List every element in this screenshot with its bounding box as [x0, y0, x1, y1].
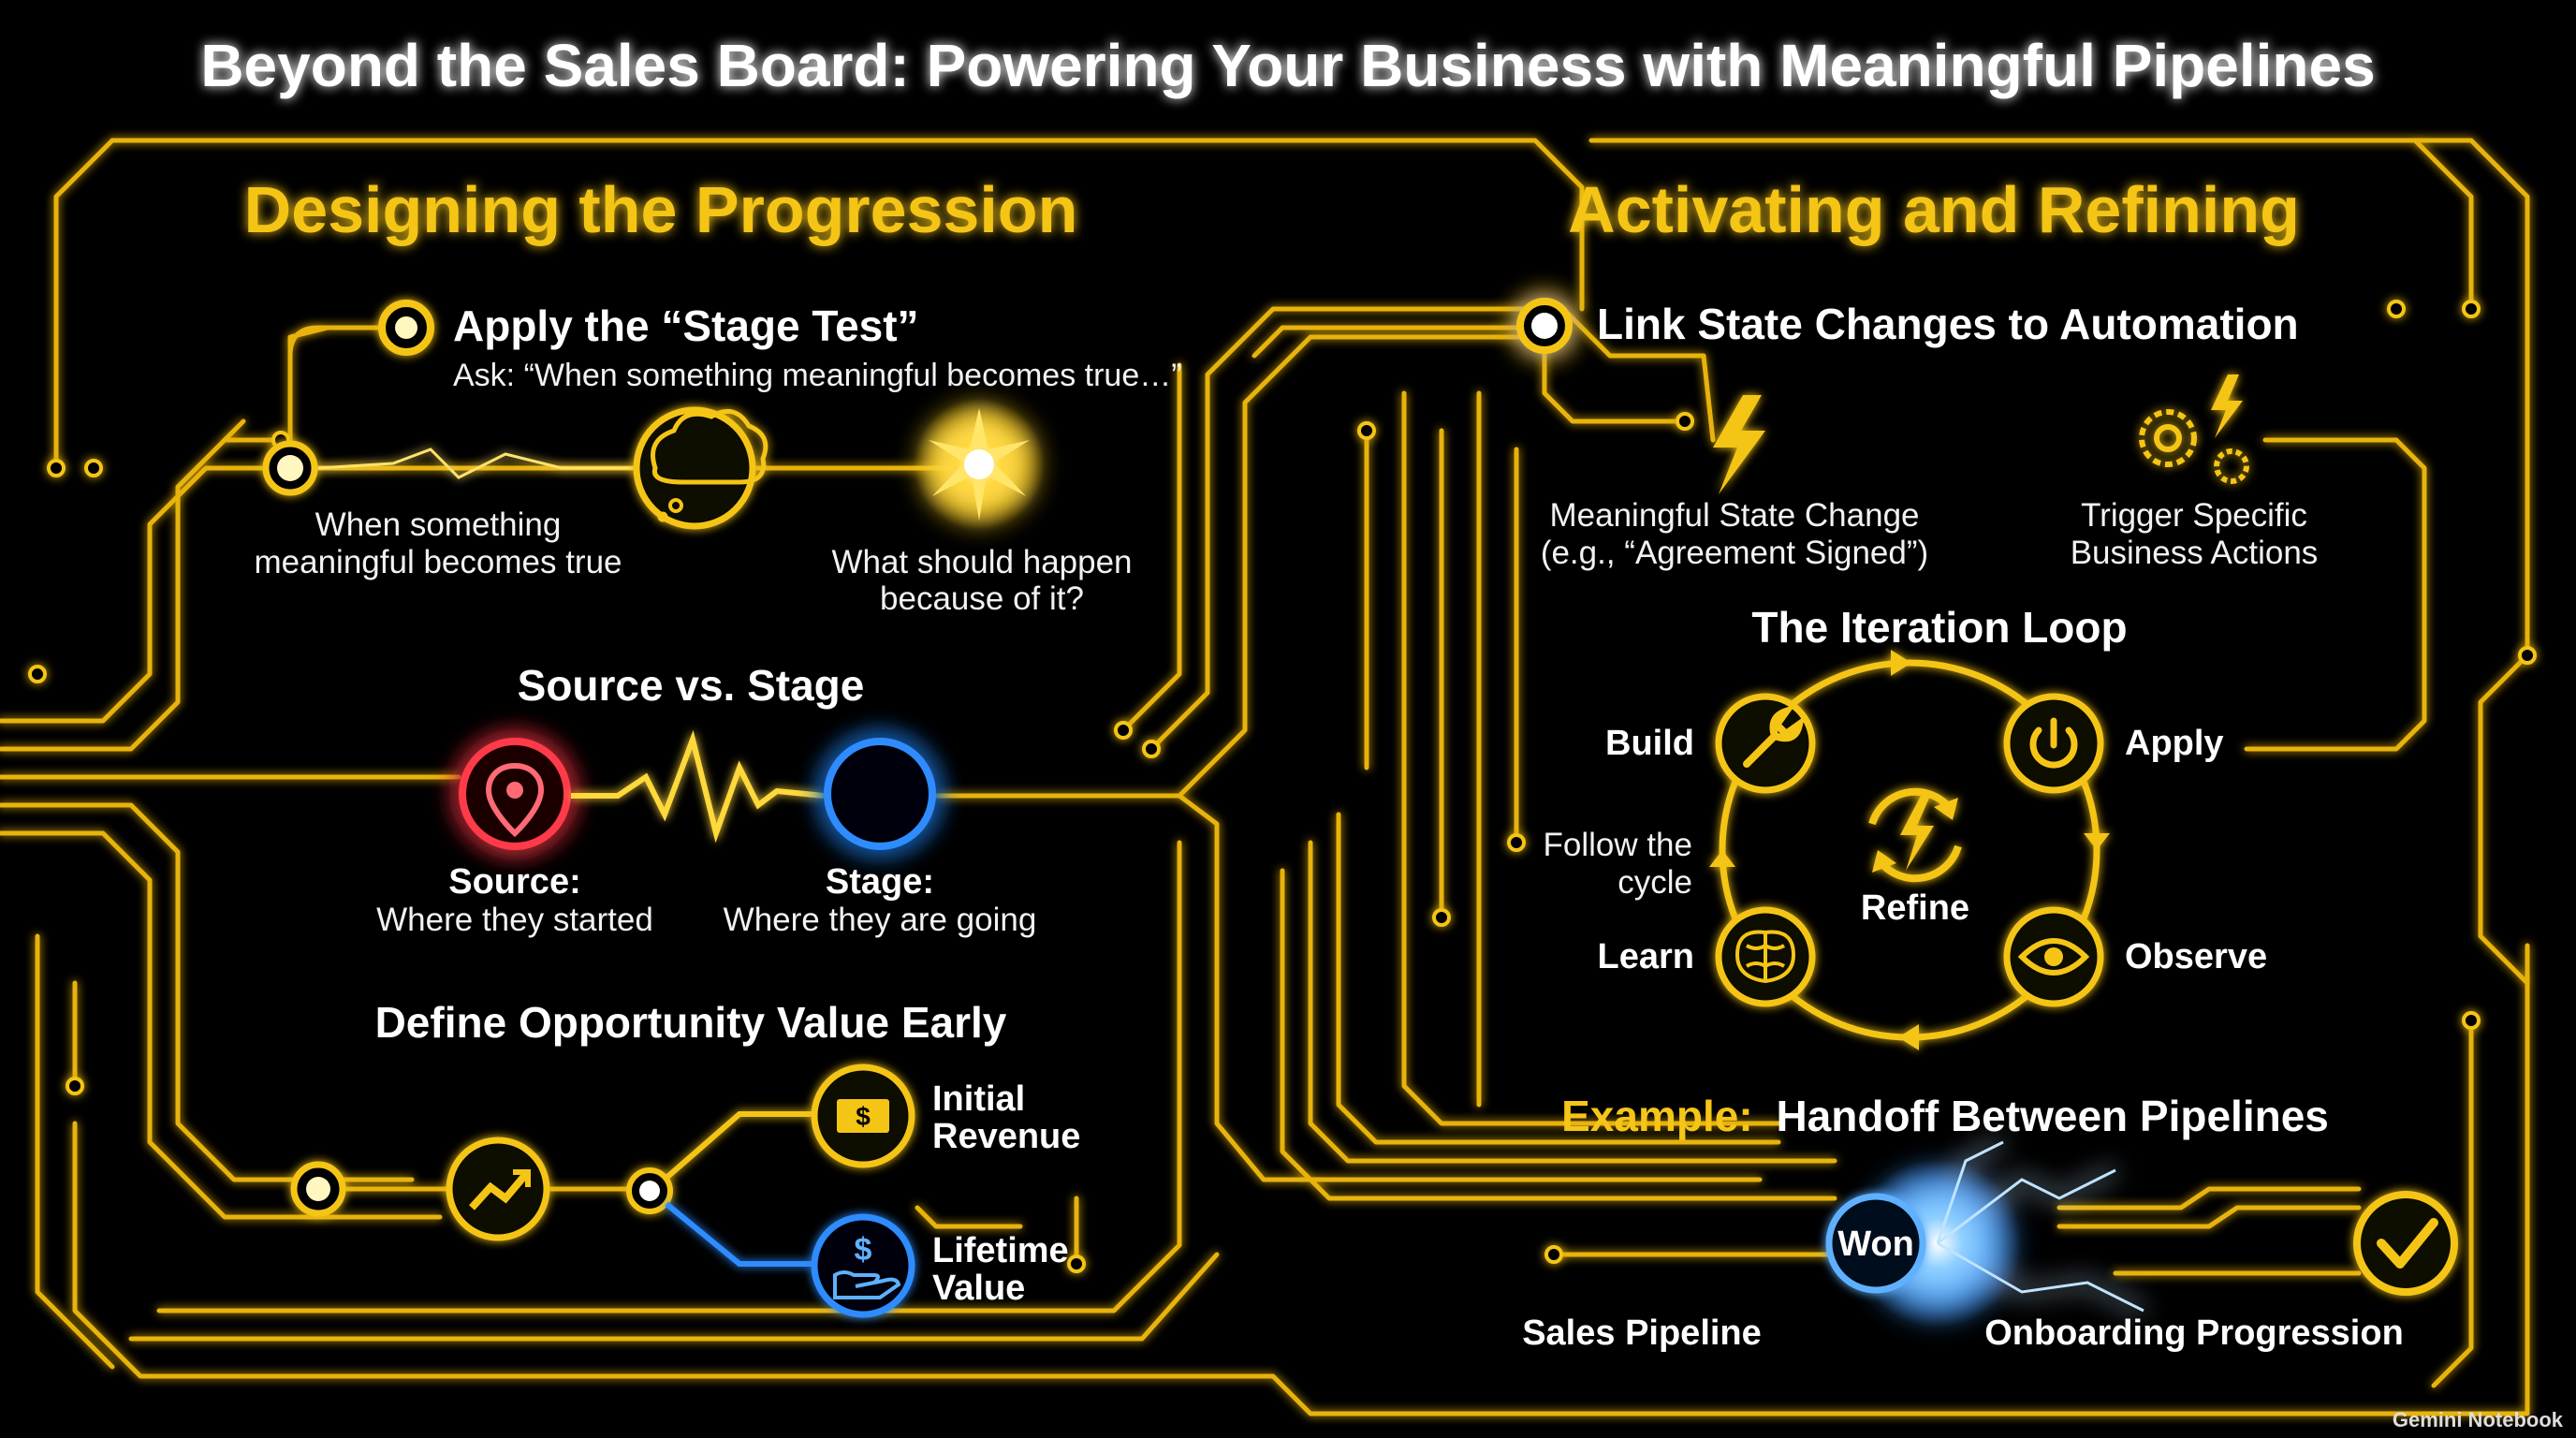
happen-caption-2: because of it?	[880, 580, 1084, 617]
stage-circle	[824, 738, 936, 850]
trend-up-icon	[446, 1137, 550, 1241]
branch-up	[665, 1111, 814, 1181]
trigger-2: Business Actions	[2071, 535, 2319, 571]
right-heading: Activating and Refining	[1568, 173, 2300, 246]
happen-caption-1: What should happen	[831, 544, 1132, 580]
won-node	[1825, 1193, 1926, 1294]
opportunity-start-node	[290, 1161, 346, 1217]
stage-test-node	[378, 300, 434, 356]
opportunity-title: Define Opportunity Value Early	[375, 998, 1007, 1047]
loop-follow-2: cycle	[1617, 864, 1692, 901]
loop-ring	[1709, 650, 2110, 1050]
brain-icon	[1715, 906, 1816, 1007]
loop-refine: Refine	[1861, 888, 1969, 928]
map-pin-icon	[459, 738, 571, 850]
sales-pipeline-label: Sales Pipeline	[1522, 1313, 1762, 1353]
branch-down	[665, 1201, 814, 1267]
won-label: Won	[1837, 1225, 1914, 1264]
hand-dollar-icon: $	[811, 1213, 915, 1318]
checkmark-icon	[2353, 1191, 2458, 1296]
spark-line-1	[317, 448, 637, 479]
meaningful-caption-2: meaningful becomes true	[255, 544, 622, 580]
dollar-bill-icon: $	[811, 1064, 915, 1168]
initial-revenue-1: Initial	[932, 1079, 1025, 1119]
state-change-2: (e.g., “Agreement Signed”)	[1541, 535, 1928, 571]
lightning-icon	[1713, 395, 1765, 494]
loop-observe: Observe	[2125, 937, 2267, 976]
stage-test-title: Apply the “Stage Test”	[453, 301, 919, 350]
lifetime-value-2: Value	[932, 1269, 1025, 1308]
wrench-icon	[1715, 693, 1816, 794]
loop-learn: Learn	[1598, 937, 1694, 976]
watermark: Gemini Notebook	[2393, 1408, 2564, 1431]
initial-revenue-2: Revenue	[932, 1117, 1080, 1156]
handoff-heading: Example: Handoff Between Pipelines	[1561, 1092, 2329, 1140]
refresh-lightning-icon	[1868, 787, 1962, 883]
circuit-nodes	[28, 300, 2537, 1273]
left-heading: Designing the Progression	[244, 173, 1078, 246]
svg-text:$: $	[855, 1232, 872, 1268]
thought-bubble-icon	[633, 406, 768, 530]
meaningful-node	[262, 440, 318, 496]
source-label: Source:	[448, 862, 580, 902]
power-icon	[2003, 693, 2104, 794]
main-title: Beyond the Sales Board: Powering Your Bu…	[200, 32, 2375, 99]
circuit-traces	[0, 138, 2530, 1416]
onboarding-label: Onboarding Progression	[1984, 1313, 2404, 1353]
source-desc: Where they started	[376, 902, 653, 938]
automation-node	[1516, 298, 1573, 354]
loop-title: The Iteration Loop	[1751, 603, 2127, 652]
source-stage-title: Source vs. Stage	[518, 661, 865, 710]
lifetime-value-1: Lifetime	[932, 1231, 1069, 1270]
trigger-1: Trigger Specific	[2081, 497, 2307, 534]
automation-title: Link State Changes to Automation	[1597, 300, 2299, 348]
state-change-1: Meaningful State Change	[1550, 497, 1920, 534]
burst-icon	[914, 399, 1045, 530]
handoff-prefix: Example:	[1561, 1092, 1753, 1140]
loop-apply: Apply	[2125, 724, 2224, 763]
pulse-line	[571, 729, 825, 844]
stage-label: Stage:	[826, 862, 934, 902]
loop-build: Build	[1605, 724, 1694, 763]
stage-test-subtitle: Ask: “When something meaningful becomes …	[453, 358, 1182, 393]
meaningful-caption-1: When something	[315, 506, 562, 543]
loop-follow-1: Follow the	[1543, 827, 1692, 863]
branch-node	[626, 1167, 673, 1214]
eye-icon	[2003, 906, 2104, 1007]
svg-text:$: $	[856, 1102, 871, 1131]
stage-desc: Where they are going	[724, 902, 1037, 938]
handoff-title: Handoff Between Pipelines	[1776, 1092, 2328, 1140]
gears-lightning-icon	[2139, 374, 2249, 484]
